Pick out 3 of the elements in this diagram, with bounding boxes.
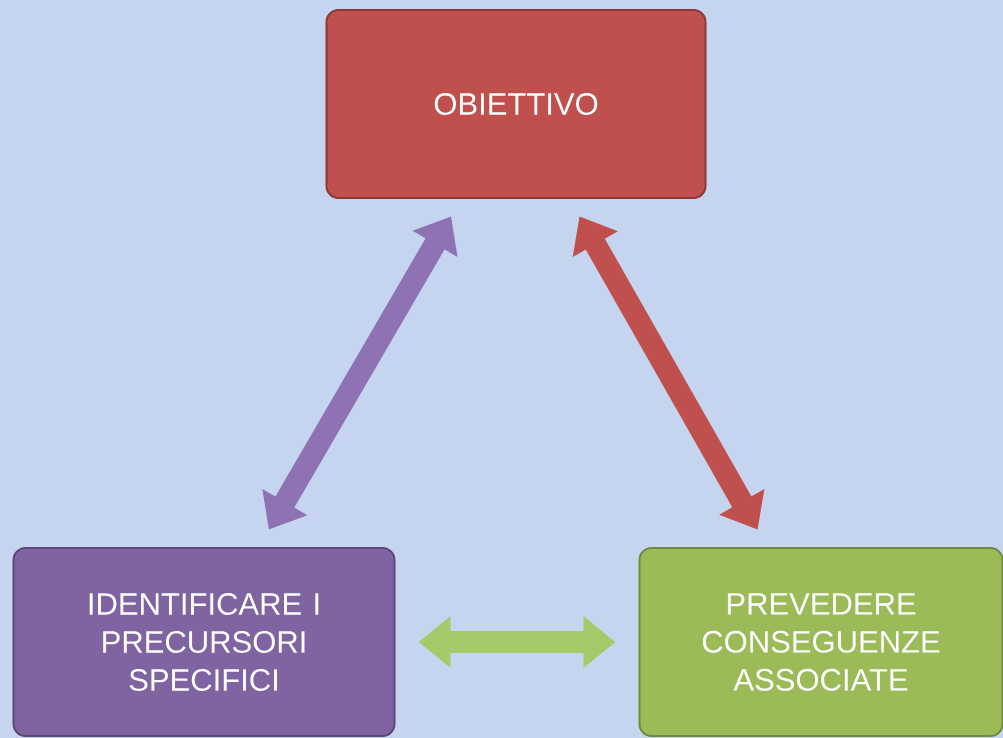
process-box: IDENTIFICARE I PRECURSORI SPECIFICI: [12, 547, 396, 737]
process-box: OBIETTIVO: [325, 9, 707, 199]
process-box: PREVEDERE CONSEGUENZE ASSOCIATE: [638, 547, 1003, 737]
